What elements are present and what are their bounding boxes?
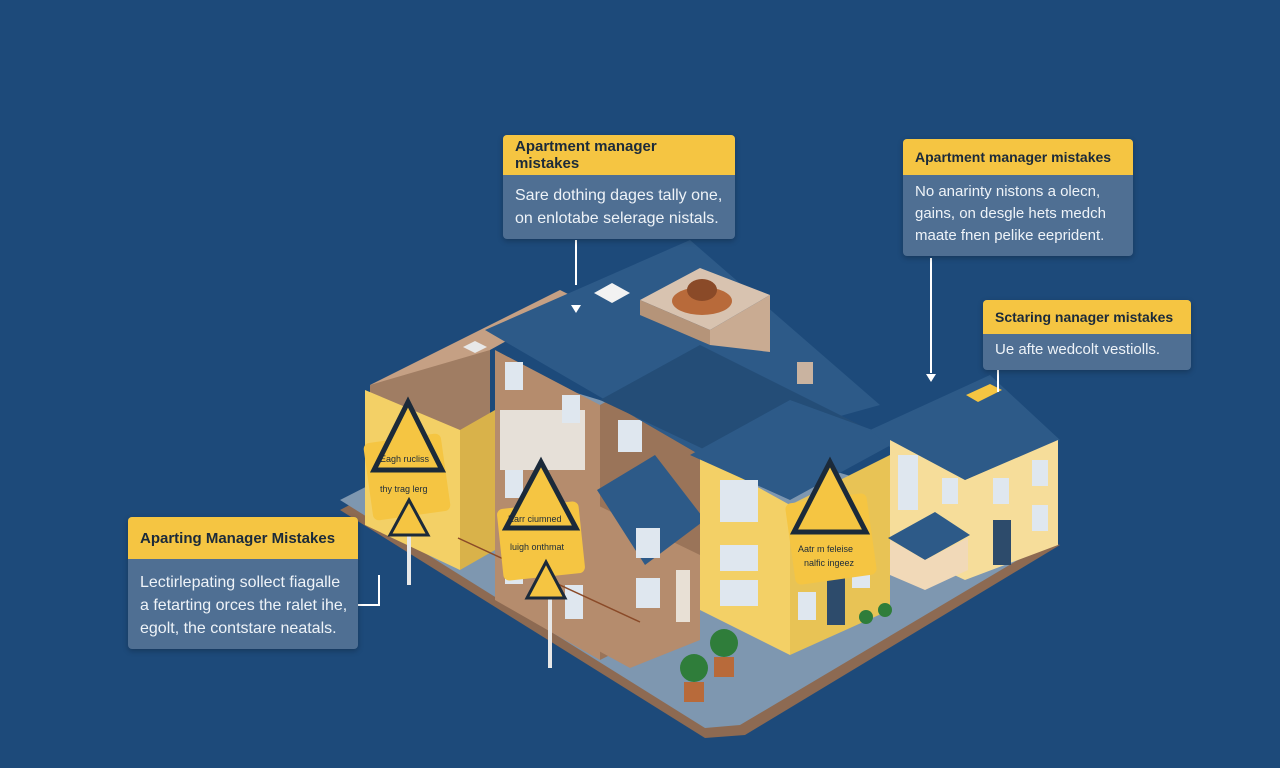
callout-line: on enlotabe selerage nistals. [515,210,719,227]
leader-line [358,604,380,606]
warning-sign-text: Eagh rucliss [380,454,430,464]
potted-plant [680,654,708,682]
warning-sign-text: Earr ciumned [508,514,562,524]
warning-sign-left: Eagh rucliss thy trag lerg [363,396,451,537]
warning-sign-center: Earr ciumned luigh onthmat [497,456,585,600]
window [618,420,642,452]
callout-line: Lectirlepating sollect fiagalle [140,574,341,591]
rooftop-hat-object [687,279,717,301]
warning-sign-right: Aatr m feleise nalfic ingeez [785,456,877,585]
middle-building-roof [597,455,705,565]
leader-arrow-icon [571,305,581,313]
leader-line [378,575,380,605]
plant-pot [714,657,734,677]
small-annex-side [925,538,968,590]
window [720,480,758,522]
window [720,545,758,571]
window [720,580,758,606]
sign-post [548,580,552,668]
window [505,470,523,498]
callout-line: No anarinty nistons a olecn, [915,183,1101,200]
warning-triangle-icon [789,456,871,535]
leader-arrow-icon [926,374,936,382]
window [798,592,816,620]
small-annex [890,540,925,590]
window [993,478,1009,504]
warning-triangle-icon [501,456,581,531]
callout-line: Sare dothing dages tally one, [515,187,723,204]
window [505,362,523,390]
callout-line: gains, on desgle hets medch [915,205,1106,222]
plant-pot [684,682,704,702]
callout-top-right: Apartment manager mistakes No anarinty n… [903,139,1133,256]
rooftop-vent [463,341,487,353]
rooftop-ac-unit [594,283,630,303]
callout-title: Apartment manager mistakes [503,135,735,175]
callout-title: Apartment manager mistakes [903,139,1133,175]
window [565,585,583,619]
warning-triangle-icon [387,496,431,537]
warning-sign-text: thy trag lerg [380,484,428,494]
leader-line [997,370,999,392]
callout-body: Ue afte wedcolt vestiolls. [983,334,1191,370]
potted-plant [878,603,892,617]
warning-triangle-icon [524,558,568,600]
door [827,575,845,625]
rooftop-deck-side [710,295,770,352]
warning-sign-text: Aatr m feleise [798,544,853,554]
callout-body: Lectirlepating sollect fiagalle a fetart… [128,559,358,649]
warning-triangle-icon [369,396,447,473]
rooftop-yellow-box [966,384,1002,402]
callout-body: Sare dothing dages tally one, on enlotab… [503,175,735,239]
window [942,478,958,504]
callout-body: No anarinty nistons a olecn, gains, on d… [903,175,1133,256]
callout-left: Aparting Manager Mistakes Lectirlepating… [128,517,358,649]
door [993,520,1011,565]
window [1032,460,1048,486]
callout-title: Sctaring nanager mistakes [983,300,1191,334]
callout-line: a fetarting orces the ralet ihe, [140,597,348,614]
potted-plant [710,629,738,657]
left-yellow-building-side [460,410,495,570]
sign-post [407,520,411,585]
callout-line: Ue afte wedcolt vestiolls. [995,341,1161,358]
warning-sign-text: luigh onthmat [510,542,565,552]
warning-sign-text: nalfic ingeez [804,558,855,568]
small-annex-roof [888,512,970,560]
potted-plant [859,610,873,624]
rooftop-deck-side [640,300,710,345]
callout-line: egolt, the contstare neatals. [140,620,337,637]
leader-line [930,258,932,373]
callout-title: Aparting Manager Mistakes [128,517,358,559]
callout-mid-right: Sctaring nanager mistakes Ue afte wedcol… [983,300,1191,370]
window [636,578,660,608]
right-yellow-roof [690,400,900,500]
callout-top-center: Apartment manager mistakes Sare dothing … [503,135,735,239]
window [562,395,580,423]
window [1032,505,1048,531]
leader-line [575,240,577,285]
window [636,528,660,558]
door [676,570,690,622]
callout-line: maate fnen pelike eeprident. [915,227,1105,244]
window [898,455,918,510]
chimney [797,362,813,384]
